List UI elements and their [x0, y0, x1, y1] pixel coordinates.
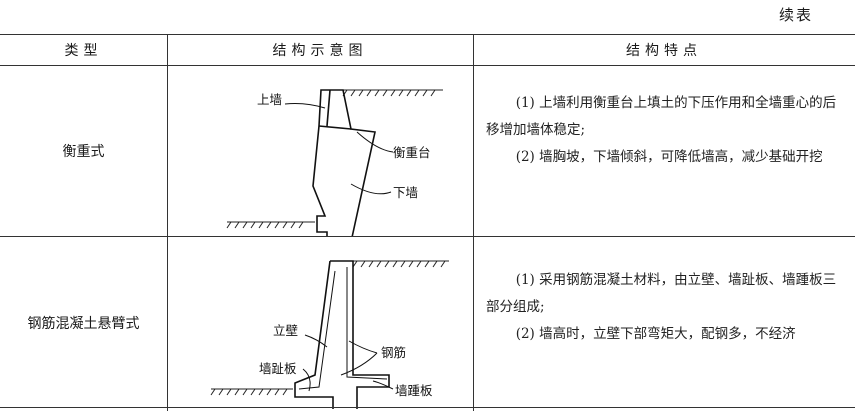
row1-features: (1) 上墙利用衡重台上填土的下压作用和全墙重心的后移增加墙体稳定; (2) 墙…: [486, 90, 846, 171]
cantilever-wall-diagram: 立壁 钢筋 墙趾板 墙踵板: [210, 260, 449, 409]
row1-feature-1: (1) 上墙利用衡重台上填土的下压作用和全墙重心的后移增加墙体稳定;: [486, 95, 837, 138]
row2-features: (1) 采用钢筋混凝土材料，由立壁、墙趾板、墙踵板三部分组成; (2) 墙高时，…: [486, 267, 846, 348]
header-type: 类型: [64, 43, 103, 59]
label-upper-wall: 上墙: [257, 92, 282, 107]
column-divider-1: [167, 35, 168, 411]
table-header-row: 类型 结构示意图 结构特点: [0, 35, 855, 66]
row-divider-2: [0, 407, 855, 408]
column-divider-2: [473, 35, 474, 411]
label-lower-wall: 下墙: [393, 185, 418, 200]
label-heel-slab: 墙踵板: [395, 383, 433, 398]
wall-type-table: 类型 结构示意图 结构特点 衡重式: [0, 34, 855, 411]
label-balance-platform: 衡重台: [393, 145, 431, 160]
label-vertical-wall: 立壁: [273, 323, 298, 338]
balance-weight-wall-diagram: 上墙 衡重台 下墙: [226, 89, 443, 236]
row2-type: 钢筋混凝土悬臂式: [27, 316, 140, 332]
row1-feature-2: (2) 墙胸坡，下墙倾斜，可降低墙高，减少基础开挖: [515, 149, 823, 165]
row2-feature-2: (2) 墙高时，立壁下部弯矩大，配钢多，不经济: [515, 326, 796, 342]
label-toe-slab: 墙趾板: [259, 361, 297, 376]
continued-table-label: 续表: [778, 6, 813, 24]
row-divider-1: [0, 236, 855, 237]
label-rebar: 钢筋: [381, 345, 406, 360]
row1-type: 衡重式: [62, 144, 105, 160]
header-diagram: 结构示意图: [272, 43, 368, 59]
row2-feature-1: (1) 采用钢筋混凝土材料，由立壁、墙趾板、墙踵板三部分组成;: [486, 272, 837, 315]
header-features: 结构特点: [626, 43, 702, 59]
